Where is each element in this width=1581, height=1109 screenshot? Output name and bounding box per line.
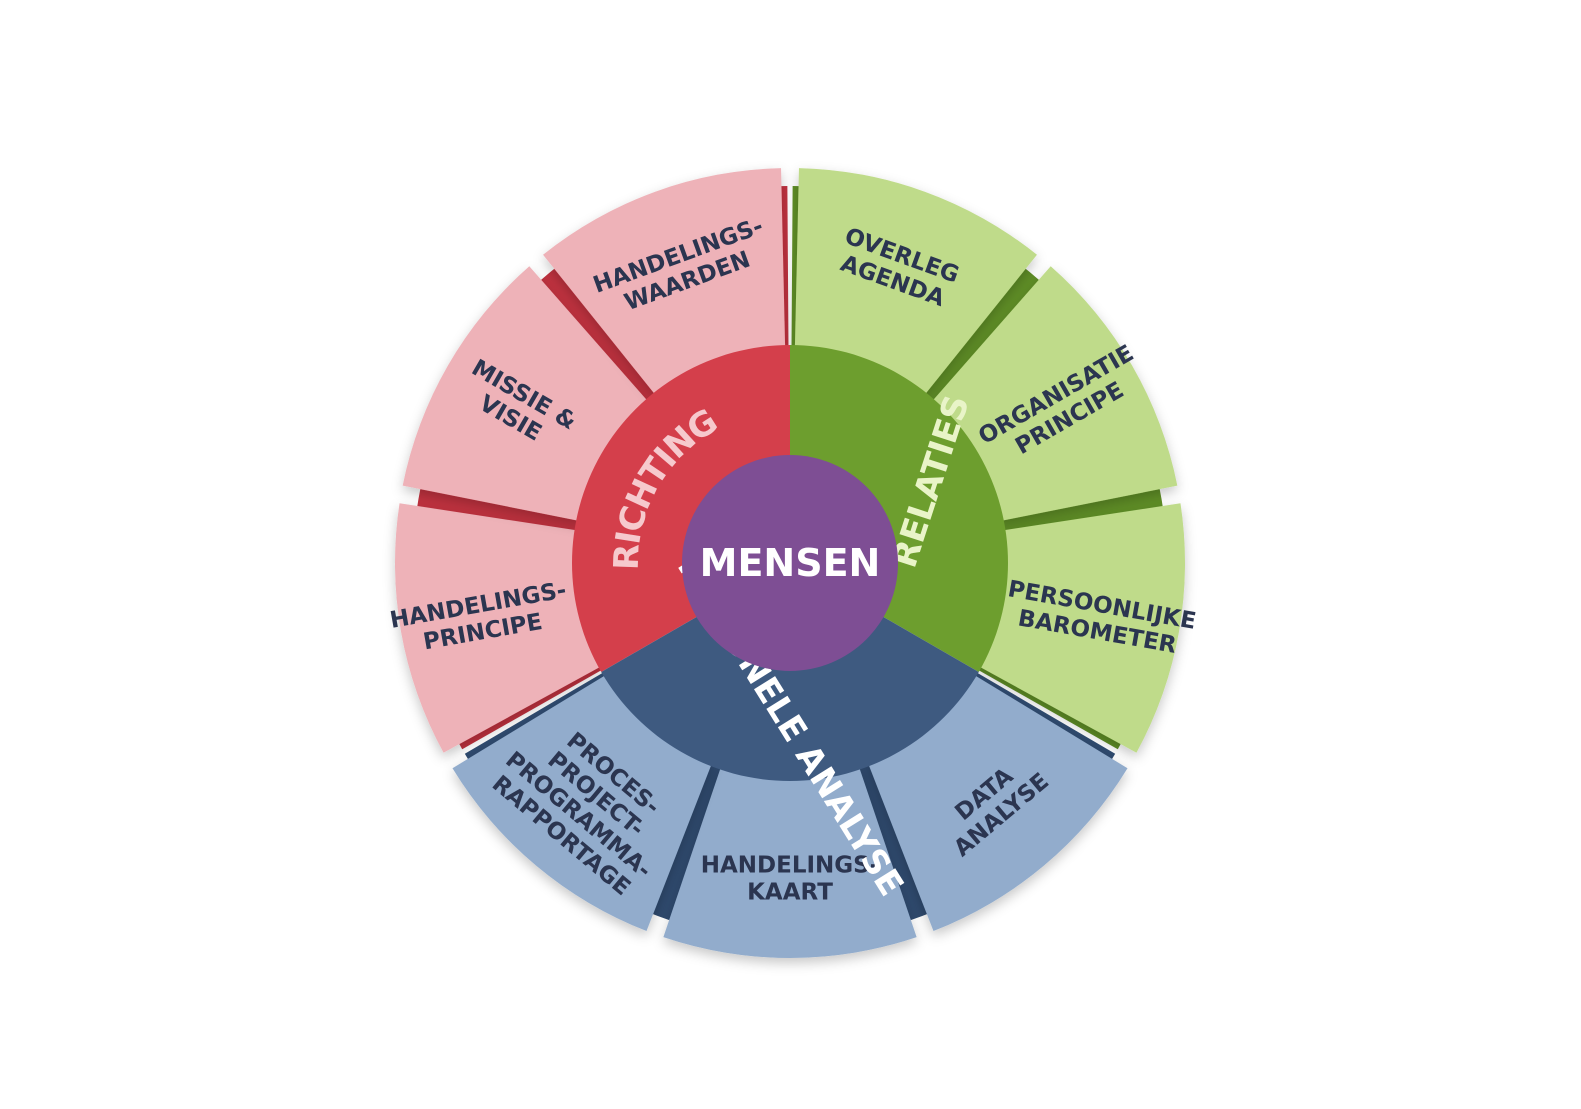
segment-handelingsprincipe[interactable]: HANDELINGS-PRINCIPE <box>388 503 605 753</box>
section-ring-relaties <box>790 345 1008 672</box>
segment-shape-handelingskaart <box>663 763 917 959</box>
segment-shape-handelingswaarden <box>543 168 786 398</box>
segment-missie-visie[interactable]: MISSIE &VISIE <box>402 266 651 522</box>
segment-shape-organisatie-principe <box>929 266 1178 522</box>
center-label: MENSEN <box>700 541 881 585</box>
segment-overleg-agenda[interactable]: OVERLEGAGENDA <box>794 168 1037 398</box>
segment-shape-persoonlijke-barometer <box>975 503 1186 753</box>
segment-label-line: HANDELINGS- <box>701 852 880 878</box>
segment-persoonlijke-barometer[interactable]: PERSOONLIJKEBAROMETER <box>975 503 1198 753</box>
section-richting[interactable]: RICHTING <box>572 345 790 672</box>
segment-shape-handelingsprincipe <box>394 503 605 753</box>
section-ring-rationele-analyse <box>601 616 979 781</box>
segment-label-line: KAART <box>747 879 833 905</box>
center-circle <box>682 455 898 671</box>
section-ring-richting <box>572 345 790 672</box>
segment-handelingskaart[interactable]: HANDELINGS-KAART <box>663 763 917 959</box>
center-hub: MENSEN <box>682 455 898 671</box>
segment-label-handelingskaart: HANDELINGS-KAART <box>701 852 880 905</box>
segment-handelingswaarden[interactable]: HANDELINGS-WAARDEN <box>543 168 786 398</box>
segment-data-analyse[interactable]: DATAANALYSE <box>867 673 1128 932</box>
section-relaties[interactable]: RELATIES <box>790 345 1008 672</box>
segment-proces-rapportage[interactable]: PROCES-PROJECT-PROGRAMMA-RAPPORTAGE <box>452 673 713 932</box>
segment-shape-data-analyse <box>867 673 1128 932</box>
segment-shape-proces-rapportage <box>452 673 713 932</box>
segment-organisatie-principe[interactable]: ORGANISATIEPRINCIPE <box>929 266 1178 522</box>
segment-shape-missie-visie <box>402 266 651 522</box>
segment-shape-overleg-agenda <box>794 168 1037 398</box>
